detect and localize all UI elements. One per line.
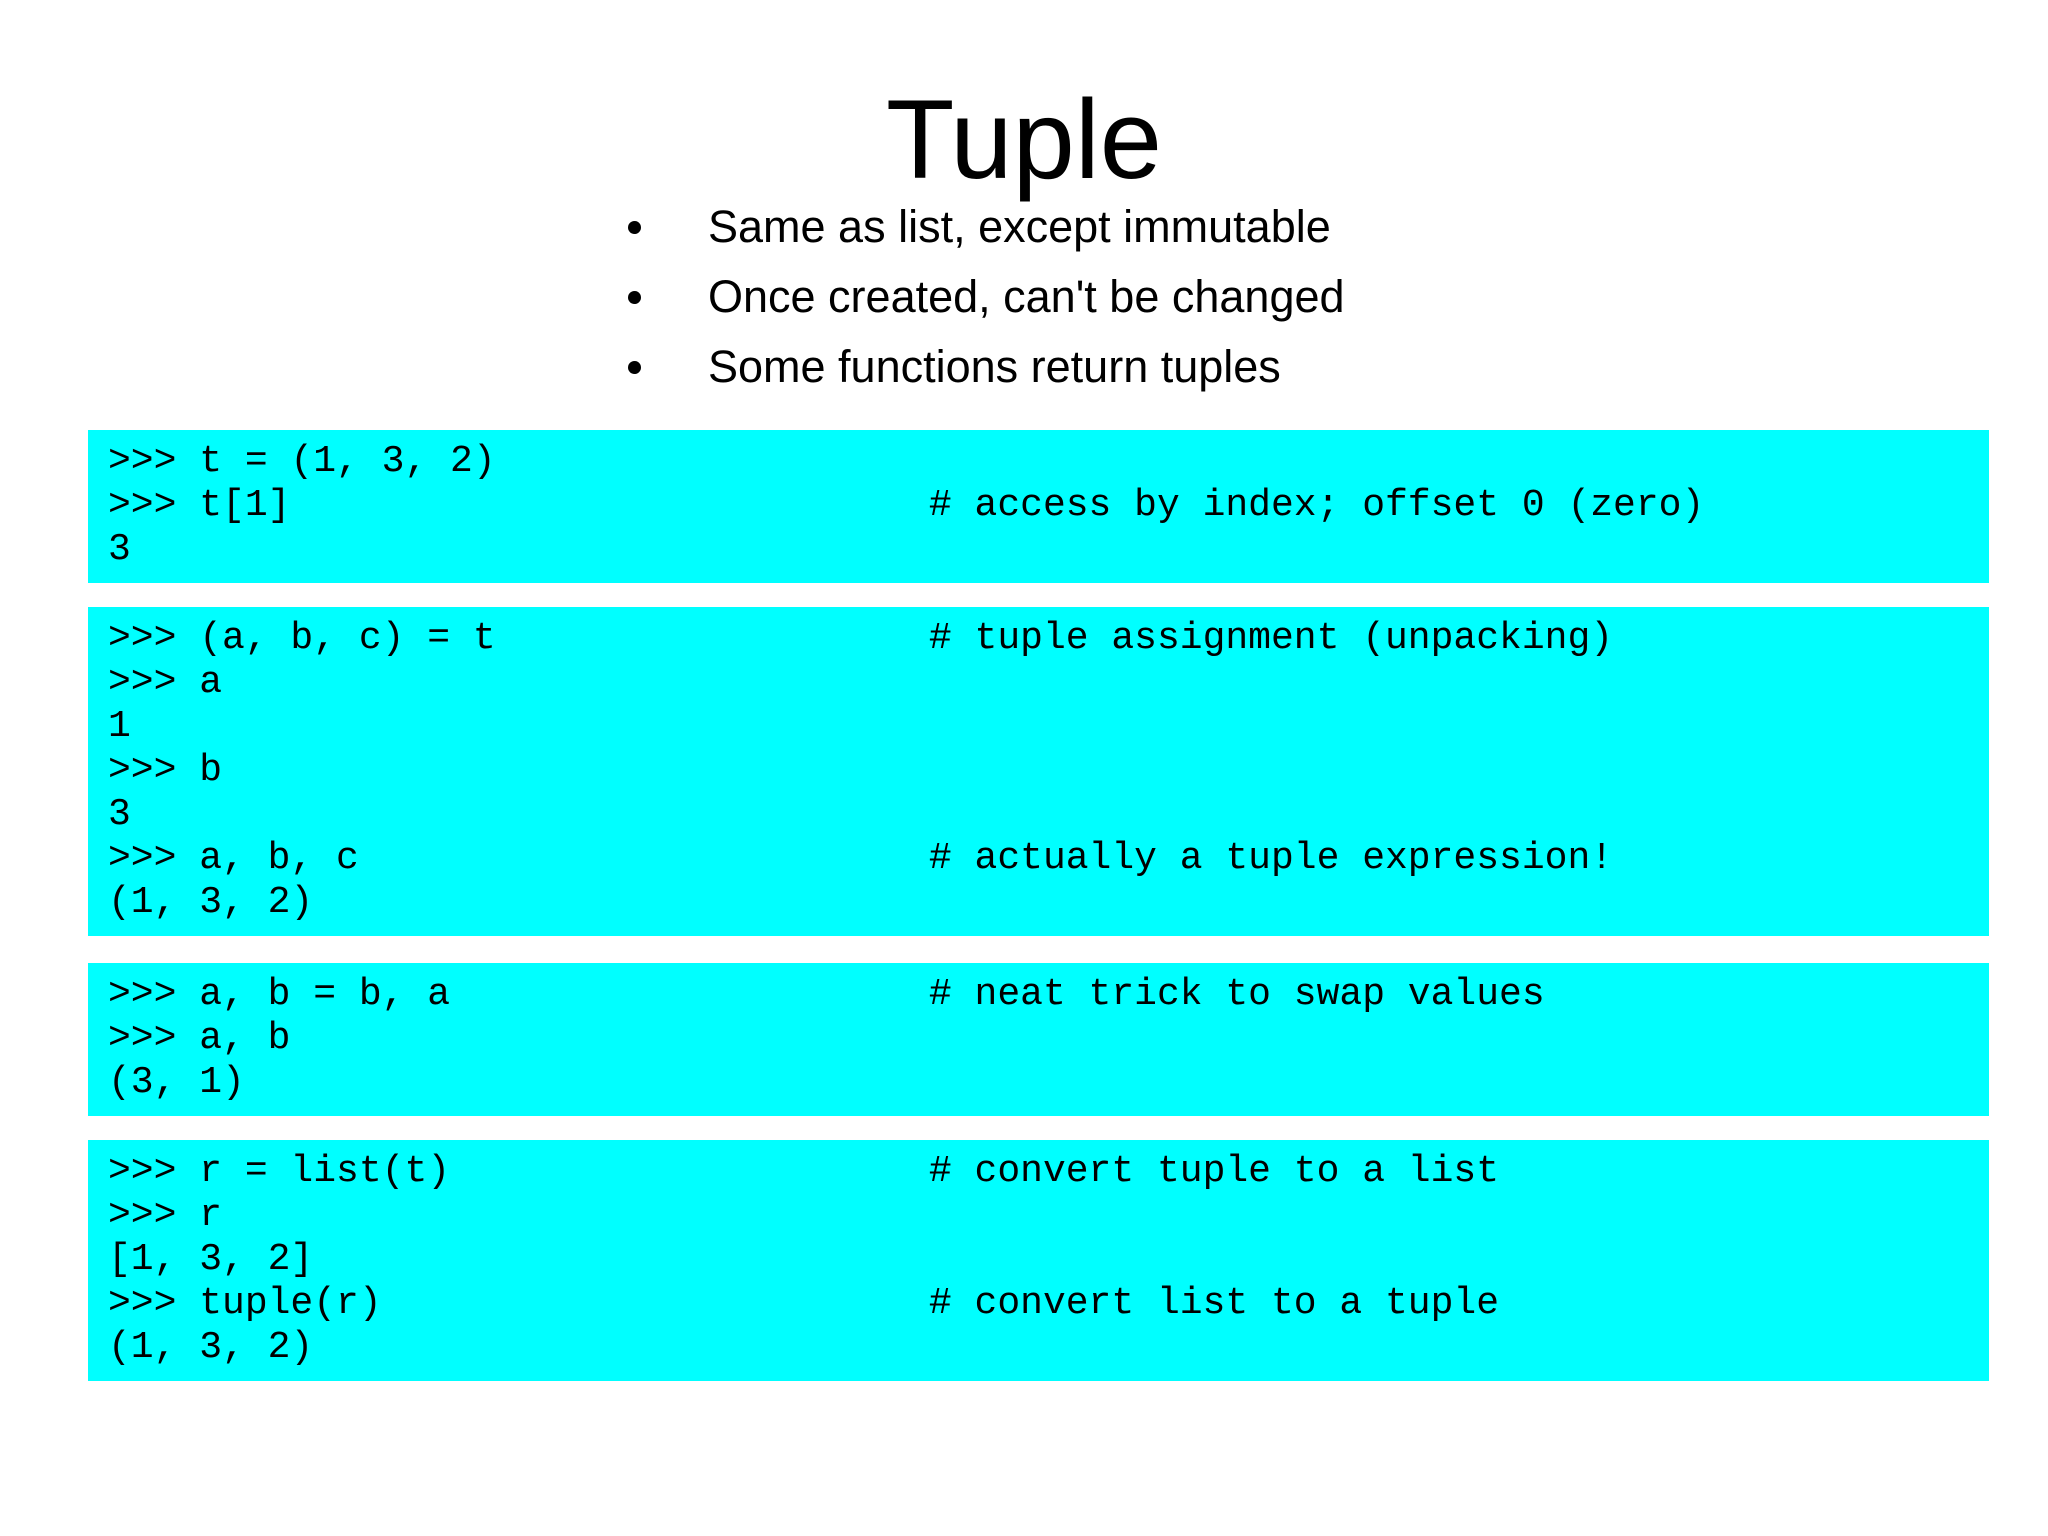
code-line: >>> t[1] # access by index; offset 0 (ze…: [108, 484, 1705, 527]
list-item: Same as list, except immutable: [628, 192, 1345, 262]
code-line: >>> a, b, c # actually a tuple expressio…: [108, 837, 1614, 880]
code-line: 3: [108, 528, 131, 571]
code-line: (3, 1): [108, 1061, 245, 1104]
bullet-text: Once created, can't be changed: [708, 271, 1345, 322]
code-block-index-access: >>> t = (1, 3, 2) >>> t[1] # access by i…: [88, 430, 1989, 583]
code-block-tuple-unpacking: >>> (a, b, c) = t # tuple assignment (un…: [88, 607, 1989, 936]
bullet-dot-icon: [628, 290, 641, 304]
code-line: >>> a, b = b, a # neat trick to swap val…: [108, 973, 1545, 1016]
code-line: 3: [108, 793, 131, 836]
code-line: (1, 3, 2): [108, 1326, 314, 1369]
code-line: [1, 3, 2]: [108, 1238, 314, 1281]
bullet-list: Same as list, except immutable Once crea…: [628, 192, 1345, 402]
list-item: Once created, can't be changed: [628, 262, 1345, 332]
bullet-dot-icon: [628, 220, 641, 234]
code-line: >>> r = list(t) # convert tuple to a lis…: [108, 1150, 1500, 1193]
code-block-convert: >>> r = list(t) # convert tuple to a lis…: [88, 1140, 1989, 1381]
code-block-swap-values: >>> a, b = b, a # neat trick to swap val…: [88, 963, 1989, 1116]
code-line: 1: [108, 705, 131, 748]
bullet-dot-icon: [628, 360, 641, 374]
list-item: Some functions return tuples: [628, 332, 1345, 402]
code-line: >>> a, b: [108, 1017, 291, 1060]
code-line: >>> (a, b, c) = t # tuple assignment (un…: [108, 617, 1614, 660]
bullet-text: Some functions return tuples: [708, 341, 1281, 392]
bullet-text: Same as list, except immutable: [708, 201, 1331, 252]
code-line: >>> r: [108, 1194, 223, 1237]
code-line: >>> b: [108, 749, 223, 792]
code-line: >>> t = (1, 3, 2): [108, 440, 496, 483]
code-line: >>> a: [108, 661, 223, 704]
code-line: (1, 3, 2): [108, 881, 314, 924]
page-title: Tuple: [885, 77, 1162, 202]
code-line: >>> tuple(r) # convert list to a tuple: [108, 1282, 1500, 1325]
